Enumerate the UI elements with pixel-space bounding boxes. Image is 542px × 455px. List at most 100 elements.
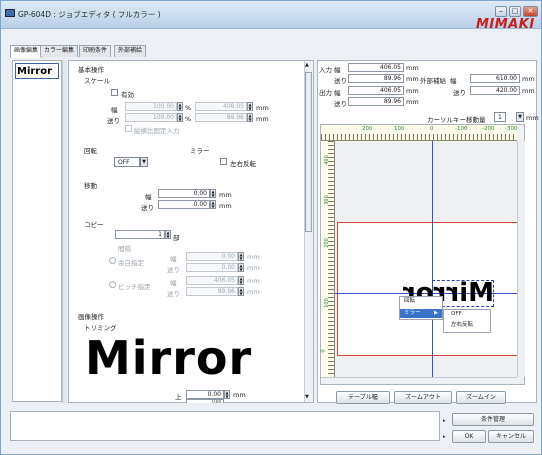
image-selection-box[interactable] — [432, 280, 494, 307]
move-width-spinner[interactable]: ▲▼ — [210, 189, 216, 198]
context-menu-mirror[interactable]: ミラー — [400, 309, 442, 318]
output-feed-value: 89.96 — [348, 97, 404, 106]
mirror-lr-checkbox[interactable] — [220, 158, 227, 165]
chevron-down-icon[interactable]: ▼ — [516, 112, 524, 122]
ruler-label: -200 — [482, 126, 495, 132]
cursor-step-select[interactable]: 1 — [494, 112, 506, 122]
pitch-width-input[interactable]: 406.05 — [186, 276, 238, 285]
fix-ratio-label: 縦横比固定入力 — [134, 127, 180, 135]
center-line-horizontal — [335, 293, 517, 294]
interval-width-label: 幅 — [170, 255, 177, 263]
trim-top-input[interactable]: 0.00 — [186, 390, 224, 399]
tab-color-edit[interactable]: カラー編集 — [40, 45, 79, 57]
maximize-button[interactable]: □ — [509, 6, 521, 17]
interval-width-spinner[interactable]: ▲▼ — [238, 252, 244, 261]
move-width-input[interactable]: 0.00 — [158, 189, 210, 198]
mirror-lr-label: 左右反転 — [230, 160, 256, 168]
pitch-feed-label: 送り — [167, 290, 180, 298]
table-width-button[interactable]: テーブル幅 — [336, 391, 390, 404]
tab-print-condition[interactable]: 印刷条件 — [79, 45, 112, 57]
trimming-preview[interactable]: Mirror — [85, 332, 293, 384]
scale-enable-checkbox[interactable] — [111, 89, 118, 96]
brand-logo: MIMAKI — [476, 17, 535, 32]
copy-count-unit: 部 — [173, 234, 180, 242]
copy-count-input[interactable]: 1 — [115, 230, 165, 239]
mm-unit: mm — [406, 64, 419, 72]
submenu-mirror-lr[interactable]: 左右反転 — [451, 322, 474, 328]
mm-unit: mm — [522, 87, 535, 95]
context-menu-rotate[interactable]: 回転 — [404, 298, 416, 304]
scale-enable-label: 有効 — [121, 91, 134, 99]
cursor-step-label: カーソルキー移動量 — [427, 116, 486, 124]
trim-bottom-input[interactable]: 0.00 — [186, 399, 224, 403]
mm-unit: mm — [247, 253, 260, 261]
scale-width-pct-spinner[interactable]: ▲▼ — [177, 102, 183, 111]
move-feed-label: 送り — [141, 204, 154, 212]
pitch-feed-spinner[interactable]: ▲▼ — [238, 287, 244, 296]
input-label: 入力 — [319, 66, 332, 74]
scale-feed-pct-input[interactable]: 100.00 — [125, 113, 177, 122]
mm-unit: mm — [247, 277, 260, 285]
mirror-submenu — [443, 309, 491, 333]
vruler-label: 400 — [323, 155, 330, 165]
thumbnail-splitter[interactable] — [62, 60, 67, 403]
scale-width-pct-input[interactable]: 100.00 — [125, 102, 177, 111]
canvas-vscroll[interactable] — [517, 141, 525, 377]
fix-ratio-checkbox[interactable] — [125, 125, 132, 132]
minimize-button[interactable]: ‒ — [495, 6, 507, 17]
zoom-out-button[interactable]: ズームアウト — [394, 391, 452, 404]
tab-outer-supply[interactable]: 外部補給 — [114, 45, 147, 57]
mirror-label: ミラー — [190, 147, 210, 155]
scale-width-mm-input[interactable]: 406.05 — [195, 102, 247, 111]
mm-unit: mm — [256, 104, 269, 112]
move-feed-input[interactable]: 0.00 — [158, 200, 210, 209]
mm-unit: mm — [233, 391, 246, 399]
basic-ops-header: 基本操作 — [78, 66, 104, 74]
message-area — [10, 411, 440, 441]
scale-feed-label: 送り — [107, 117, 120, 125]
copy-count-spinner[interactable]: ▲▼ — [165, 230, 171, 239]
condition-manage-button[interactable]: 条件管理 — [452, 413, 534, 426]
chevron-icon: ▸ — [443, 434, 446, 440]
ruler-label: -100 — [455, 126, 468, 132]
scale-width-mm-spinner[interactable]: ▲▼ — [247, 102, 253, 111]
pitch-width-spinner[interactable]: ▲▼ — [238, 276, 244, 285]
thumbnail-panel — [12, 60, 62, 402]
canvas-hscroll[interactable] — [321, 377, 517, 384]
move-feed-spinner[interactable]: ▲▼ — [210, 200, 216, 209]
scroll-up-icon[interactable]: ▲ — [305, 62, 309, 68]
window-title: GP-604D : ジョブエディタ ( フルカラー ) — [18, 10, 161, 19]
scale-feed-mm-input[interactable]: 89.96 — [195, 113, 247, 122]
ruler-label: 100 — [394, 126, 405, 132]
center-line-vertical — [432, 141, 433, 377]
mm-unit: mm — [247, 264, 260, 272]
title-bar[interactable] — [1, 1, 541, 29]
interval-width-input[interactable]: 0.00 — [186, 252, 238, 261]
settings-scroll-thumb[interactable] — [305, 72, 312, 232]
interval-feed-input[interactable]: 0.00 — [186, 263, 238, 272]
scale-feed-pct-spinner[interactable]: ▲▼ — [177, 113, 183, 122]
tab-image-edit[interactable]: 画像編集 — [10, 45, 43, 58]
pitch-radio[interactable] — [109, 281, 116, 288]
trim-top-spinner[interactable]: ▲▼ — [224, 390, 230, 399]
zoom-in-button[interactable]: ズームイン — [456, 391, 506, 404]
scroll-down-icon[interactable]: ▼ — [305, 394, 309, 400]
thumbnail-item[interactable] — [15, 63, 59, 79]
chevron-down-icon[interactable]: ▼ — [140, 157, 148, 167]
pitch-feed-input[interactable]: 89.96 — [186, 287, 238, 296]
move-width-label: 幅 — [145, 193, 152, 201]
output-width-label: 幅 — [334, 89, 341, 97]
vruler-label: 100 — [323, 298, 330, 308]
interval-radio[interactable] — [109, 257, 116, 264]
interval-feed-spinner[interactable]: ▲▼ — [238, 263, 244, 272]
close-button[interactable]: ✕ — [523, 6, 538, 17]
ruler-ticks — [328, 141, 334, 377]
mm-unit: mm — [406, 75, 419, 83]
submenu-off[interactable]: OFF — [451, 311, 462, 317]
scale-feed-mm-spinner[interactable]: ▲▼ — [247, 113, 253, 122]
ruler-label: 0 — [430, 126, 434, 132]
cancel-button[interactable]: キャンセル — [488, 430, 534, 443]
input-width-label: 幅 — [334, 66, 341, 74]
ok-button[interactable]: OK — [452, 430, 486, 443]
rotate-select[interactable]: OFF — [114, 157, 140, 167]
